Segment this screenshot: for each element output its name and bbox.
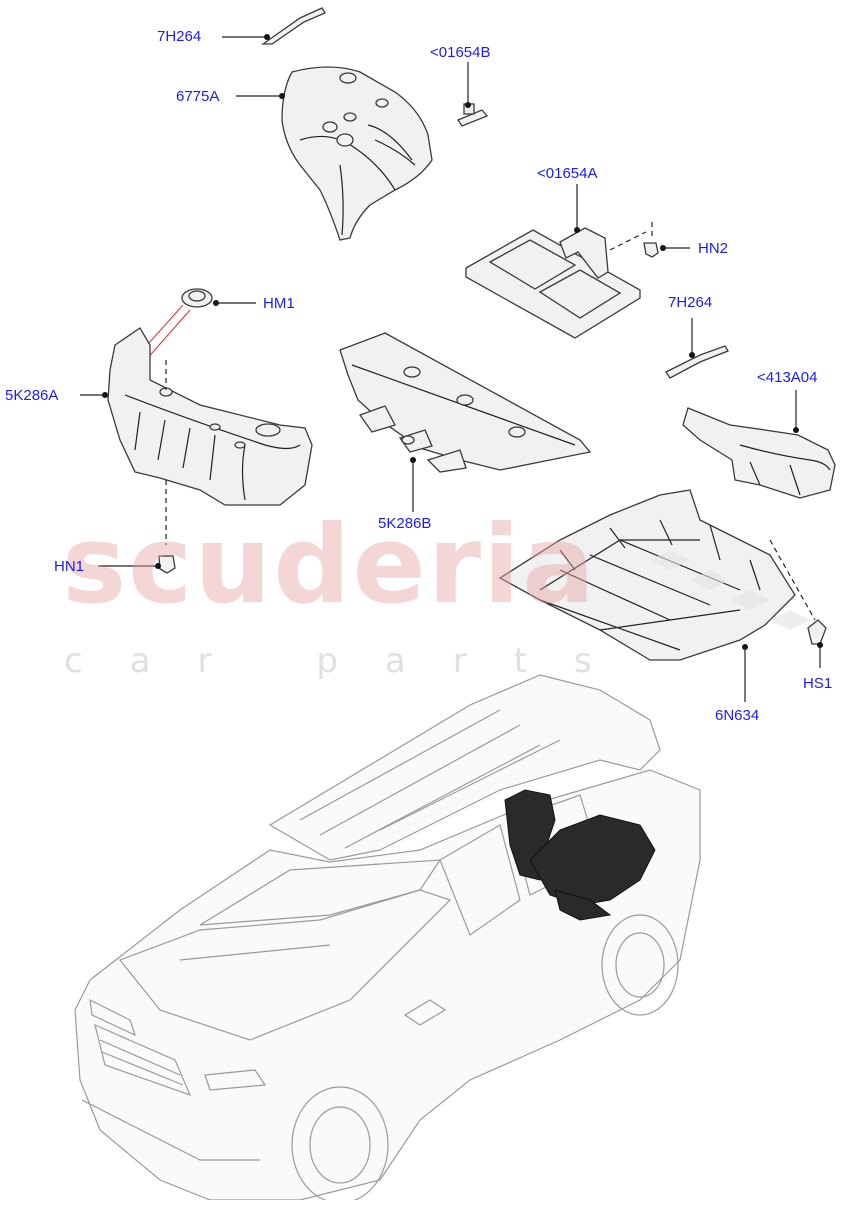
part-7h264-right-bracket[interactable] xyxy=(665,318,729,379)
part-hn1-nut[interactable] xyxy=(98,555,176,574)
part-5k286b-heat-shield[interactable] xyxy=(339,332,592,512)
part-01654a-tray[interactable] xyxy=(465,184,647,339)
callout-413a04[interactable]: <413A04 xyxy=(757,369,818,386)
callout-01654b[interactable]: <01654B xyxy=(430,44,491,61)
callout-hm1[interactable]: HM1 xyxy=(263,295,295,312)
callout-6n634[interactable]: 6N634 xyxy=(715,707,760,724)
callout-hn2[interactable]: HN2 xyxy=(698,240,729,257)
callout-01654a[interactable]: <01654A xyxy=(537,165,598,182)
callout-hs1[interactable]: HS1 xyxy=(803,675,833,692)
part-5k286a-heat-shield[interactable] xyxy=(80,327,313,545)
vehicle-locator-illustration xyxy=(74,674,701,1204)
part-7h264-top-bracket[interactable] xyxy=(222,7,326,45)
callout-7h264-right[interactable]: 7H264 xyxy=(668,294,713,311)
part-413a04-shield[interactable] xyxy=(682,390,836,499)
callout-hn1[interactable]: HN1 xyxy=(54,558,85,575)
part-01654b-clip[interactable] xyxy=(457,62,489,127)
callout-6775a[interactable]: 6775A xyxy=(176,88,220,105)
part-hn2-nut[interactable] xyxy=(643,222,690,258)
part-6775a-heat-shield[interactable] xyxy=(236,66,433,241)
callout-5k286b[interactable]: 5K286B xyxy=(378,515,432,532)
part-6n634-undertray[interactable] xyxy=(498,489,816,702)
callout-7h264-top[interactable]: 7H264 xyxy=(157,28,202,45)
callout-5k286a[interactable]: 5K286A xyxy=(5,387,59,404)
watermark-tagline: car parts xyxy=(64,641,639,681)
part-hs1-clip[interactable] xyxy=(807,619,827,668)
watermark-brand: scuderia xyxy=(62,503,597,628)
